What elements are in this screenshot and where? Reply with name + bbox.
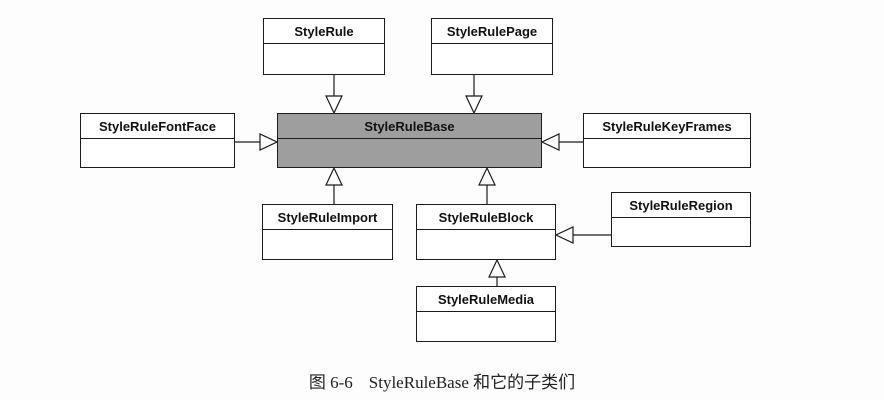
class-style-rule-base: StyleRuleBase	[277, 113, 542, 168]
inheritance-style-rule-font-face-to-base	[235, 133, 279, 151]
class-body	[417, 230, 555, 259]
class-name: StyleRuleBlock	[417, 205, 555, 230]
class-name: StyleRuleRegion	[612, 193, 750, 218]
class-style-rule-block: StyleRuleBlock	[416, 204, 556, 260]
class-name: StyleRuleFontFace	[81, 114, 234, 139]
class-name: StyleRule	[264, 19, 384, 44]
class-body	[584, 139, 750, 167]
class-name: StyleRuleImport	[263, 205, 392, 230]
class-style-rule-font-face: StyleRuleFontFace	[80, 113, 235, 168]
generalization-arrowhead	[554, 226, 574, 244]
class-style-rule-page: StyleRulePage	[431, 18, 553, 75]
class-style-rule-region: StyleRuleRegion	[611, 192, 751, 247]
inheritance-style-rule-key-frames-to-base	[540, 133, 583, 151]
class-body	[278, 139, 541, 167]
figure-caption: 图 6-6 StyleRuleBase 和它的子类们	[0, 368, 884, 393]
inheritance-style-rule-import-to-base	[325, 166, 343, 204]
class-name: StyleRuleKeyFrames	[584, 114, 750, 139]
generalization-arrowhead	[540, 133, 560, 151]
class-body	[417, 312, 555, 341]
generalization-arrowhead	[488, 258, 506, 278]
class-body	[432, 44, 552, 74]
generalization-arrowhead	[325, 166, 343, 186]
generalization-arrowhead	[478, 166, 496, 186]
class-body	[612, 218, 750, 246]
inheritance-style-rule-to-base	[325, 75, 343, 115]
class-body	[263, 230, 392, 259]
generalization-arrowhead	[465, 95, 483, 115]
figure-number: 图 6-6	[308, 373, 353, 392]
generalization-arrowhead	[259, 133, 279, 151]
inheritance-style-rule-region-to-block	[554, 226, 611, 244]
caption-text: StyleRuleBase 和它的子类们	[368, 373, 576, 392]
inheritance-style-rule-media-to-block	[488, 258, 506, 286]
class-body	[264, 44, 384, 74]
class-style-rule-import: StyleRuleImport	[262, 204, 393, 260]
class-name: StyleRuleMedia	[417, 287, 555, 312]
class-name: StyleRulePage	[432, 19, 552, 44]
generalization-arrowhead	[325, 95, 343, 115]
class-name: StyleRuleBase	[278, 114, 541, 139]
class-body	[81, 139, 234, 167]
class-style-rule-media: StyleRuleMedia	[416, 286, 556, 342]
inheritance-style-rule-page-to-base	[465, 75, 483, 115]
class-style-rule-key-frames: StyleRuleKeyFrames	[583, 113, 751, 168]
inheritance-style-rule-block-to-base	[478, 166, 496, 204]
class-style-rule: StyleRule	[263, 18, 385, 75]
